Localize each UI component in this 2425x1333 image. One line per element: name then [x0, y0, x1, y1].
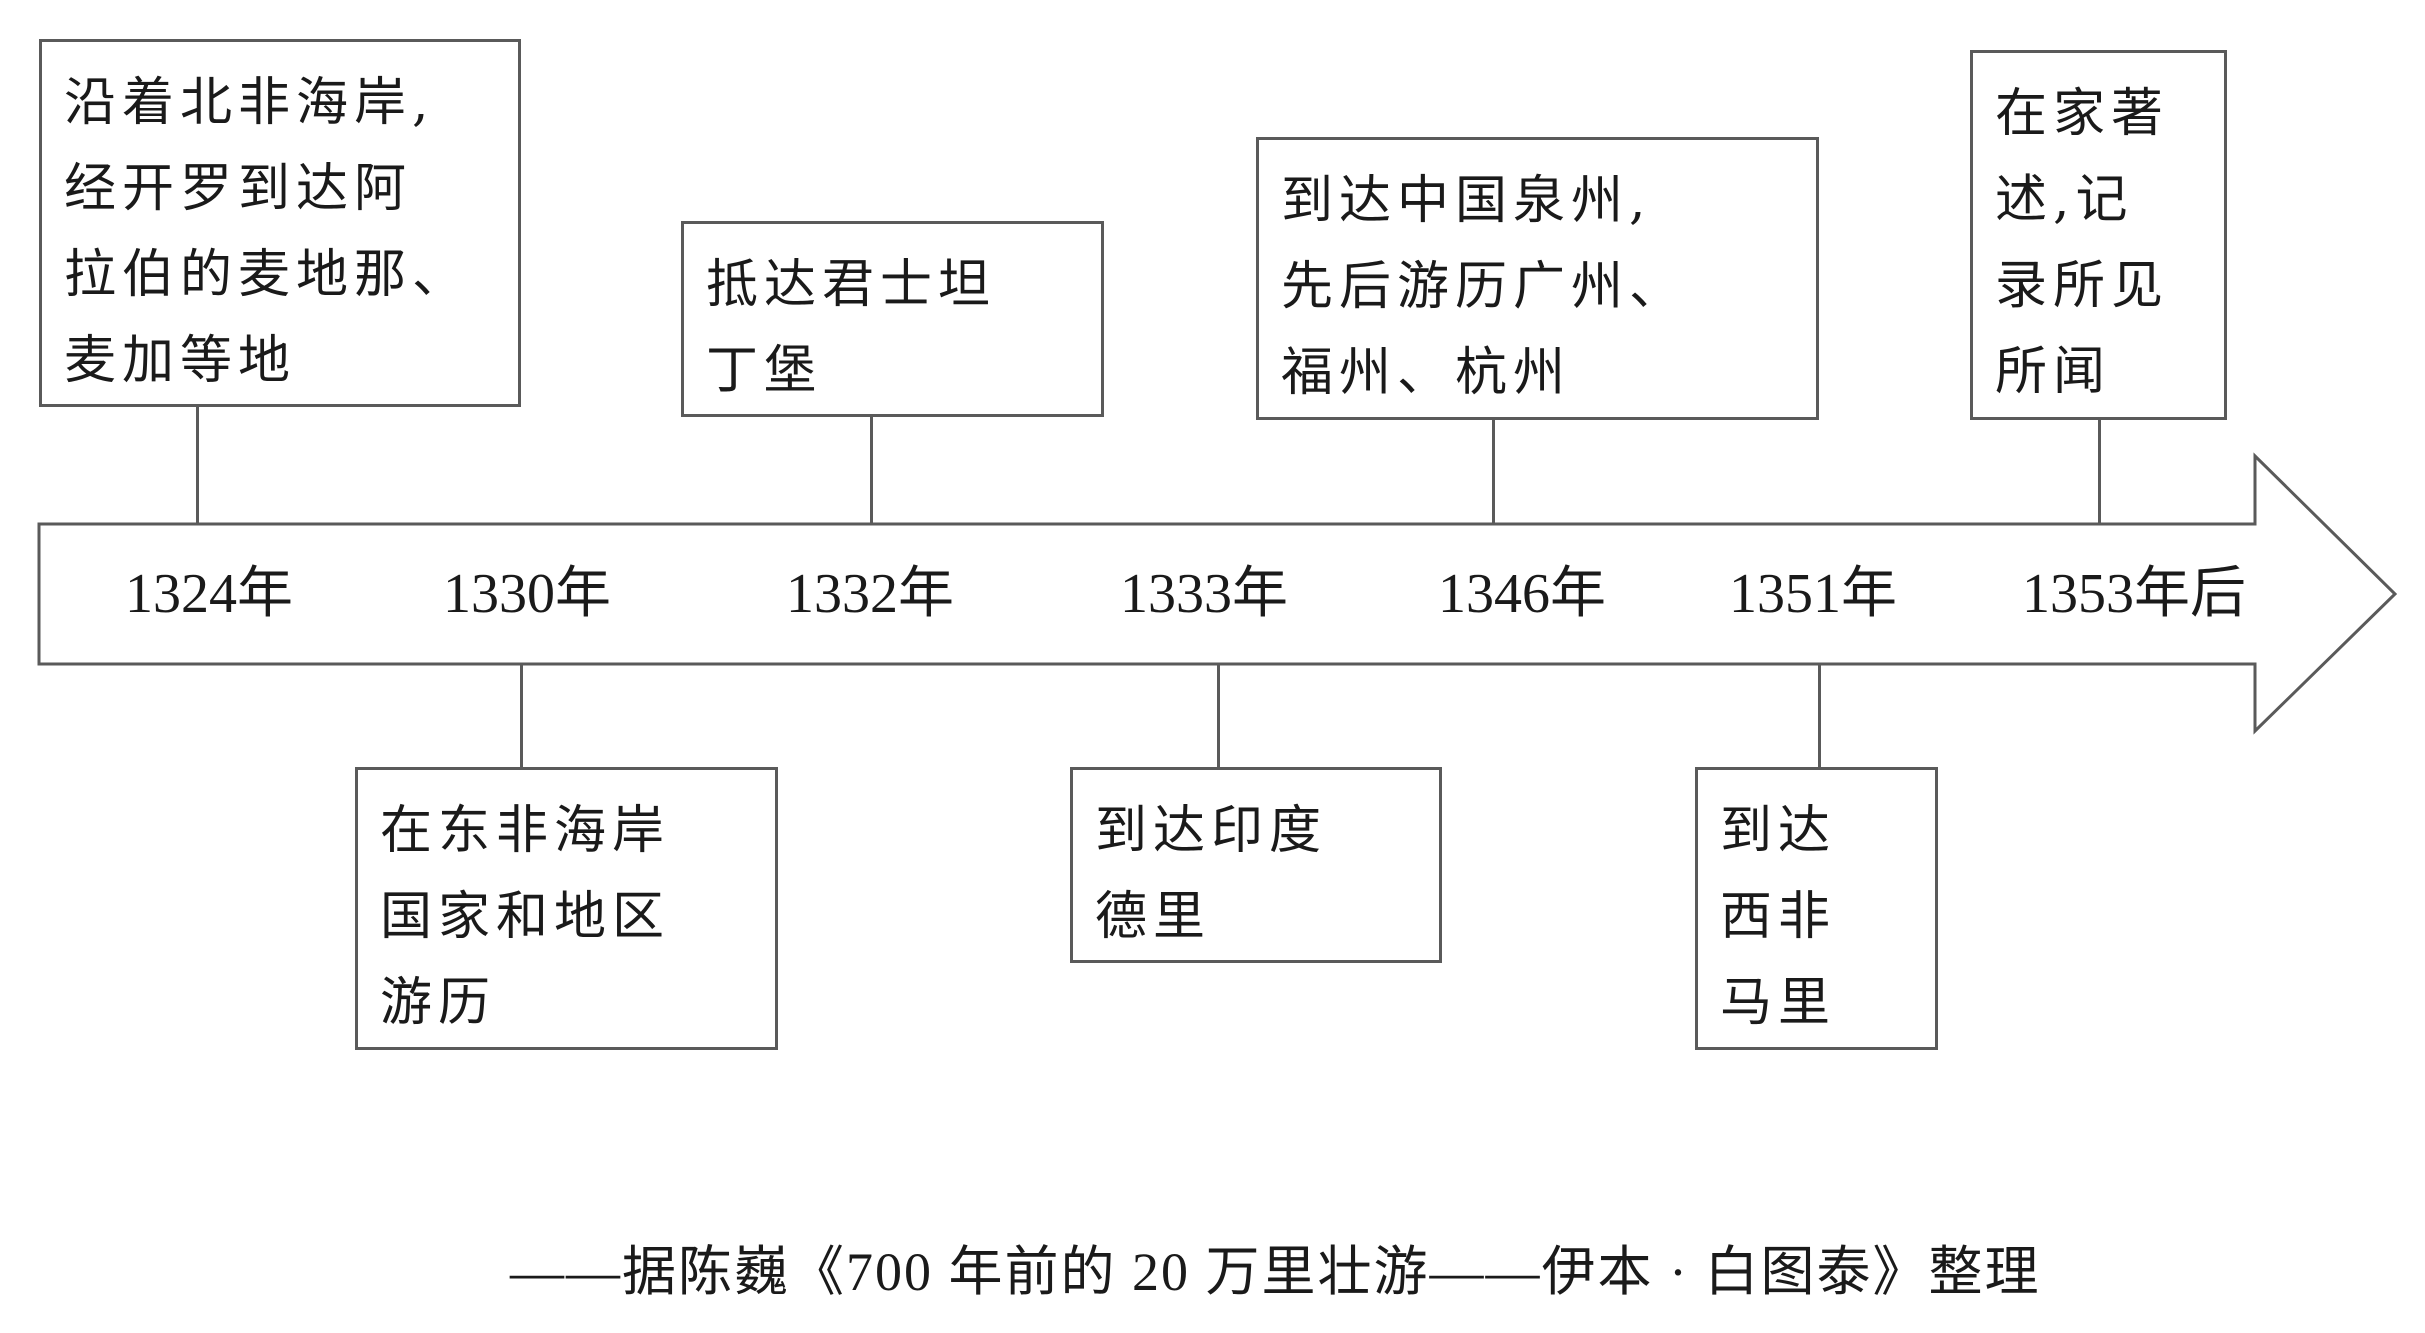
- connector-1346: [1492, 420, 1495, 524]
- event-box-1332: 抵达君士坦 丁堡: [681, 221, 1104, 417]
- event-line: 录所见: [1995, 256, 2170, 316]
- source-caption: ——据陈巍《700 年前的 20 万里壮游——伊本 · 白图泰》整理: [510, 1242, 2041, 1302]
- year-label: 1333年: [1120, 563, 1288, 625]
- event-line: 到达: [1720, 801, 1837, 861]
- event-box-1346: 到达中国泉州, 先后游历广州、 福州、杭州: [1256, 137, 1819, 420]
- event-line: 在家著: [1995, 84, 2170, 144]
- event-line: 游历: [380, 973, 497, 1033]
- connector-1324: [196, 407, 199, 524]
- event-box-1330: 在东非海岸 国家和地区 游历: [355, 767, 778, 1050]
- event-box-1351: 到达 西非 马里: [1695, 767, 1938, 1050]
- event-box-1324: 沿着北非海岸, 经开罗到达阿 拉伯的麦地那、 麦加等地: [39, 39, 521, 407]
- event-line: 西非: [1720, 887, 1837, 947]
- year-label: 1353年后: [2022, 563, 2246, 625]
- year-label: 1324年: [125, 563, 293, 625]
- year-label: 1346年: [1438, 563, 1606, 625]
- event-line: 麦加等地: [64, 331, 297, 391]
- event-box-1333: 到达印度 德里: [1070, 767, 1442, 963]
- event-line: 德里: [1095, 887, 1212, 947]
- connector-1332: [870, 417, 873, 524]
- event-line: 丁堡: [706, 341, 823, 401]
- event-line: 拉伯的麦地那、: [64, 245, 471, 305]
- event-line: 国家和地区: [380, 887, 671, 947]
- connector-1351: [1818, 664, 1821, 767]
- connector-1353: [2098, 420, 2101, 524]
- event-line: 抵达君士坦: [706, 255, 997, 315]
- event-line: 马里: [1720, 973, 1837, 1033]
- event-line: 在东非海岸: [380, 801, 671, 861]
- event-line: 到达中国泉州,: [1281, 171, 1652, 231]
- year-label: 1351年: [1729, 563, 1897, 625]
- event-line: 沿着北非海岸,: [64, 73, 435, 133]
- year-label: 1330年: [443, 563, 611, 625]
- event-line: 所闻: [1995, 342, 2112, 402]
- event-line: 先后游历广州、: [1281, 257, 1688, 317]
- connector-1330: [520, 664, 523, 767]
- event-line: 福州、杭州: [1281, 343, 1572, 403]
- year-label: 1332年: [786, 563, 954, 625]
- connector-1333: [1217, 664, 1220, 767]
- event-line: 经开罗到达阿: [64, 159, 413, 219]
- event-line: 述,记: [1995, 170, 2134, 230]
- event-box-1353: 在家著 述,记 录所见 所闻: [1970, 50, 2227, 420]
- event-line: 到达印度: [1095, 801, 1328, 861]
